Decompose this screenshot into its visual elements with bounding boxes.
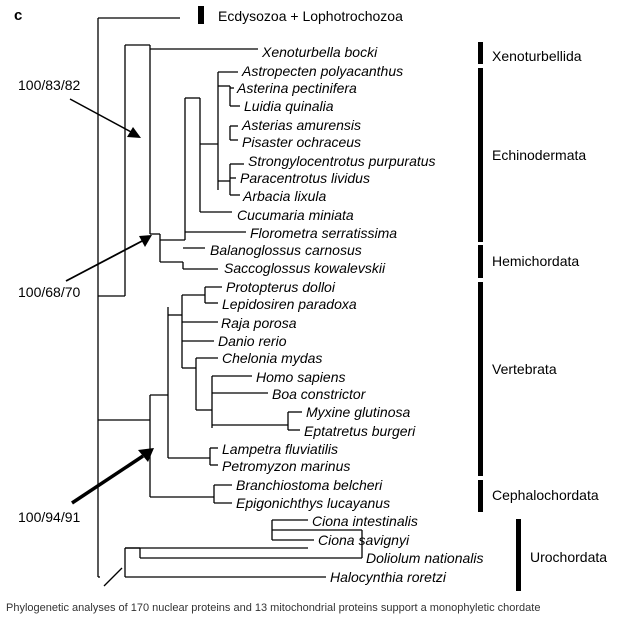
- clade-annotations: Xenoturbellida Echinodermata Hemichordat…: [478, 42, 607, 591]
- clade-label: Cephalochordata: [492, 487, 599, 503]
- taxon-label: Ciona intestinalis: [312, 513, 418, 529]
- taxon-label: Asterias amurensis: [241, 117, 361, 133]
- taxon-label: Florometra serratissima: [250, 225, 397, 241]
- taxon-label: Epigonichthys lucayanus: [236, 495, 390, 511]
- arrow-line: [69, 98, 134, 134]
- clade-bar: [478, 42, 483, 64]
- taxon-label: Lepidosiren paradoxa: [222, 296, 357, 312]
- taxon-label: Doliolum nationalis: [366, 550, 484, 566]
- taxon-label: Luidia quinalia: [244, 98, 334, 114]
- support-label: 100/94/91: [18, 509, 80, 525]
- figure-caption: Phylogenetic analyses of 170 nuclear pro…: [6, 602, 541, 614]
- taxon-label: Balanoglossus carnosus: [210, 242, 362, 258]
- clade-label: Hemichordata: [492, 253, 579, 269]
- taxon-label: Asterina pectinifera: [236, 80, 357, 96]
- taxon-label: Myxine glutinosa: [306, 404, 410, 420]
- taxon-label: Branchiostoma belcheri: [236, 477, 383, 493]
- arrow-line: [65, 239, 145, 282]
- taxon-label: Ciona savignyi: [318, 532, 410, 548]
- phylogenetic-tree: c Ecdysozoa + Lophotrochozoa Xenoturbell…: [14, 6, 607, 591]
- taxon-label: Homo sapiens: [256, 369, 346, 385]
- clade-bar: [478, 245, 483, 278]
- outgroup-label: Ecdysozoa + Lophotrochozoa: [218, 8, 403, 24]
- taxon-label: Chelonia mydas: [222, 350, 322, 366]
- taxon-label: Strongylocentrotus purpuratus: [248, 153, 436, 169]
- branch-break-mark: [103, 567, 123, 587]
- outgroup-bar: [198, 6, 204, 24]
- taxon-label: Halocynthia roretzi: [330, 569, 447, 585]
- arrow-head-icon: [127, 127, 141, 138]
- taxon-label: Protopterus dolloi: [226, 279, 336, 295]
- clade-bar: [516, 519, 521, 591]
- support-label: 100/68/70: [18, 284, 80, 300]
- arrow-line: [71, 454, 144, 505]
- taxon-label: Boa constrictor: [272, 386, 367, 402]
- clade-label: Echinodermata: [492, 147, 586, 163]
- taxon-label: Lampetra fluviatilis: [222, 441, 338, 457]
- clade-bar: [478, 480, 483, 512]
- taxon-label: Pisaster ochraceus: [242, 134, 361, 150]
- taxon-label: Cucumaria miniata: [237, 207, 354, 223]
- panel-label: c: [14, 7, 22, 24]
- taxon-label: Eptatretus burgeri: [304, 423, 416, 439]
- taxon-label: Saccoglossus kowalevskii: [224, 260, 386, 276]
- tree-branches: [97, 17, 363, 587]
- clade-bar: [478, 68, 483, 242]
- clade-label: Urochordata: [530, 549, 607, 565]
- taxon-label: Danio rerio: [218, 333, 287, 349]
- clade-label: Xenoturbellida: [492, 48, 582, 64]
- taxon-labels: Xenoturbella bocki Astropecten polyacant…: [210, 44, 484, 585]
- arrow-head-icon: [138, 448, 154, 462]
- taxon-label: Xenoturbella bocki: [261, 44, 378, 60]
- taxon-label: Paracentrotus lividus: [240, 170, 370, 186]
- taxon-label: Raja porosa: [221, 315, 297, 331]
- clade-bar: [478, 282, 483, 476]
- clade-label: Vertebrata: [492, 361, 557, 377]
- taxon-label: Arbacia lixula: [242, 188, 326, 204]
- taxon-label: Petromyzon marinus: [222, 458, 350, 474]
- support-arrows: [65, 98, 154, 505]
- taxon-label: Astropecten polyacanthus: [241, 63, 403, 79]
- arrow-head-icon: [139, 235, 152, 247]
- support-label: 100/83/82: [18, 77, 80, 93]
